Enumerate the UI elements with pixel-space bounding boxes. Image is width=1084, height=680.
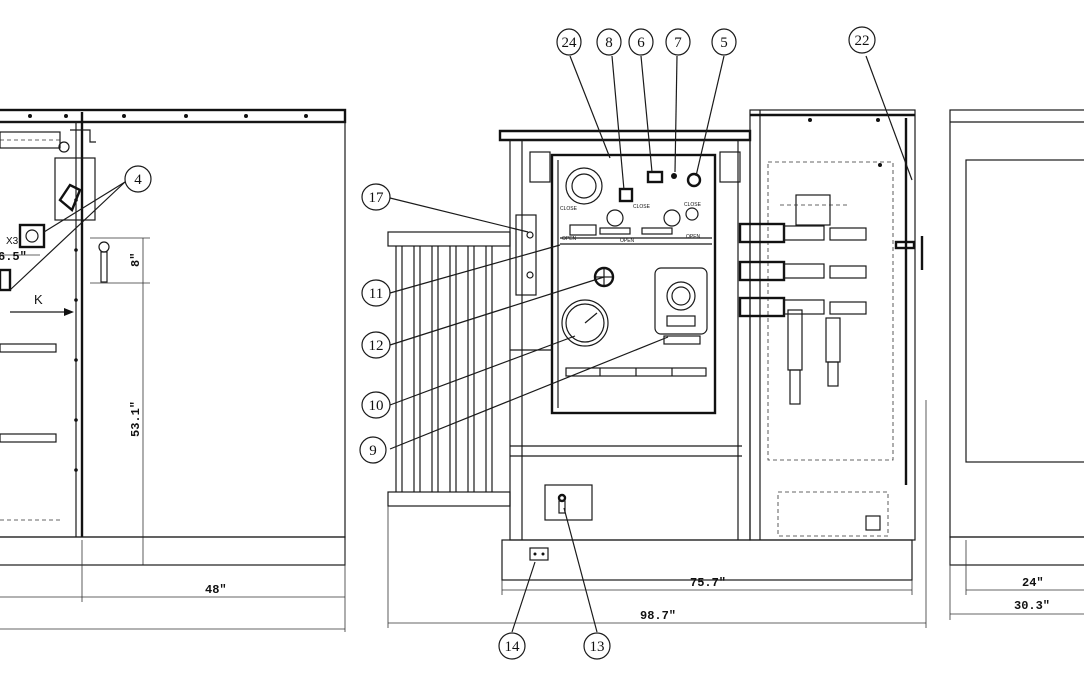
callout-leaders — [389, 55, 913, 633]
svg-text:4: 4 — [134, 172, 142, 188]
callout-5: 5 — [711, 28, 737, 56]
callout-17: 17 — [361, 183, 391, 211]
callout-11: 11 — [361, 279, 391, 307]
right-side-view: 24" 30.3" — [949, 109, 1084, 620]
left-roof-rivets — [28, 114, 308, 118]
right-enclosure — [949, 109, 1084, 538]
device-8 — [618, 187, 634, 203]
left-enclosure — [0, 121, 346, 538]
callout-22: 22 — [848, 26, 876, 54]
k-label: K — [34, 292, 43, 307]
device-5 — [686, 172, 702, 188]
svg-text:CLOSE: CLOSE — [684, 202, 702, 208]
svg-text:5: 5 — [720, 35, 728, 51]
callout-12: 12 — [361, 331, 391, 359]
x3-bushing — [18, 223, 46, 249]
callout-10: 10 — [361, 391, 391, 419]
svg-text:24: 24 — [562, 35, 578, 51]
callout-13: 13 — [583, 632, 611, 660]
svg-text:9: 9 — [369, 443, 377, 459]
callout-24: 24 — [556, 28, 582, 56]
callout-9: 9 — [359, 436, 387, 464]
hv-bushings — [738, 194, 867, 405]
callout-6: 6 — [628, 28, 654, 56]
right-base — [949, 536, 1084, 566]
device-6 — [646, 170, 664, 184]
svg-text:OPEN: OPEN — [686, 234, 701, 240]
callout-4: 4 — [124, 165, 152, 193]
center-front-view: CLOSE CLOSE CLOSE OPEN OPEN OPEN — [387, 109, 927, 628]
radiator-fins — [387, 231, 511, 507]
dim-height: 53.1" — [129, 401, 143, 437]
dim-center-inner: 75.7" — [690, 576, 726, 590]
svg-text:22: 22 — [855, 33, 870, 49]
svg-text:11: 11 — [369, 286, 383, 302]
svg-text:14: 14 — [505, 639, 521, 655]
left-base — [0, 536, 346, 566]
right-panel — [965, 159, 1084, 463]
dim-small: 8" — [129, 253, 143, 267]
svg-text:CLOSE: CLOSE — [560, 206, 578, 212]
drain-valve-box — [544, 484, 593, 521]
svg-text:OPEN: OPEN — [562, 236, 577, 242]
control-panel — [550, 153, 717, 415]
left-side-view: X3 6.5" K 8" 53.1" 48" — [0, 108, 347, 632]
svg-text:CLOSE: CLOSE — [633, 204, 651, 210]
dim-offset: 6.5" — [0, 250, 27, 264]
svg-text:17: 17 — [369, 190, 385, 206]
svg-text:8: 8 — [605, 35, 613, 51]
center-roof — [498, 129, 752, 142]
svg-text:12: 12 — [369, 338, 384, 354]
dim-width: 48" — [205, 583, 227, 597]
svg-text:13: 13 — [590, 639, 605, 655]
ground-pad — [529, 547, 549, 561]
pressure-relief-device — [565, 167, 603, 205]
termination-compartment — [749, 109, 916, 541]
callout-8: 8 — [596, 28, 622, 56]
svg-text:6: 6 — [637, 35, 645, 51]
liquid-level-gauge — [654, 267, 708, 335]
svg-text:10: 10 — [369, 398, 384, 414]
svg-text:7: 7 — [674, 35, 682, 51]
center-base — [501, 539, 913, 581]
device-7 — [671, 173, 677, 179]
x3-label: X3 — [6, 236, 19, 247]
dim-center-total: 98.7" — [640, 609, 676, 623]
switch-handles: CLOSE CLOSE CLOSE OPEN OPEN OPEN — [560, 202, 712, 245]
dim-right-inner: 24" — [1022, 576, 1044, 590]
temperature-gauge — [561, 299, 609, 347]
gauge-12 — [593, 266, 615, 288]
callout-7: 7 — [665, 28, 691, 56]
callout-14: 14 — [498, 632, 526, 660]
dim-right-total: 30.3" — [1014, 599, 1050, 613]
svg-text:OPEN: OPEN — [620, 238, 635, 244]
left-roof — [0, 108, 347, 124]
